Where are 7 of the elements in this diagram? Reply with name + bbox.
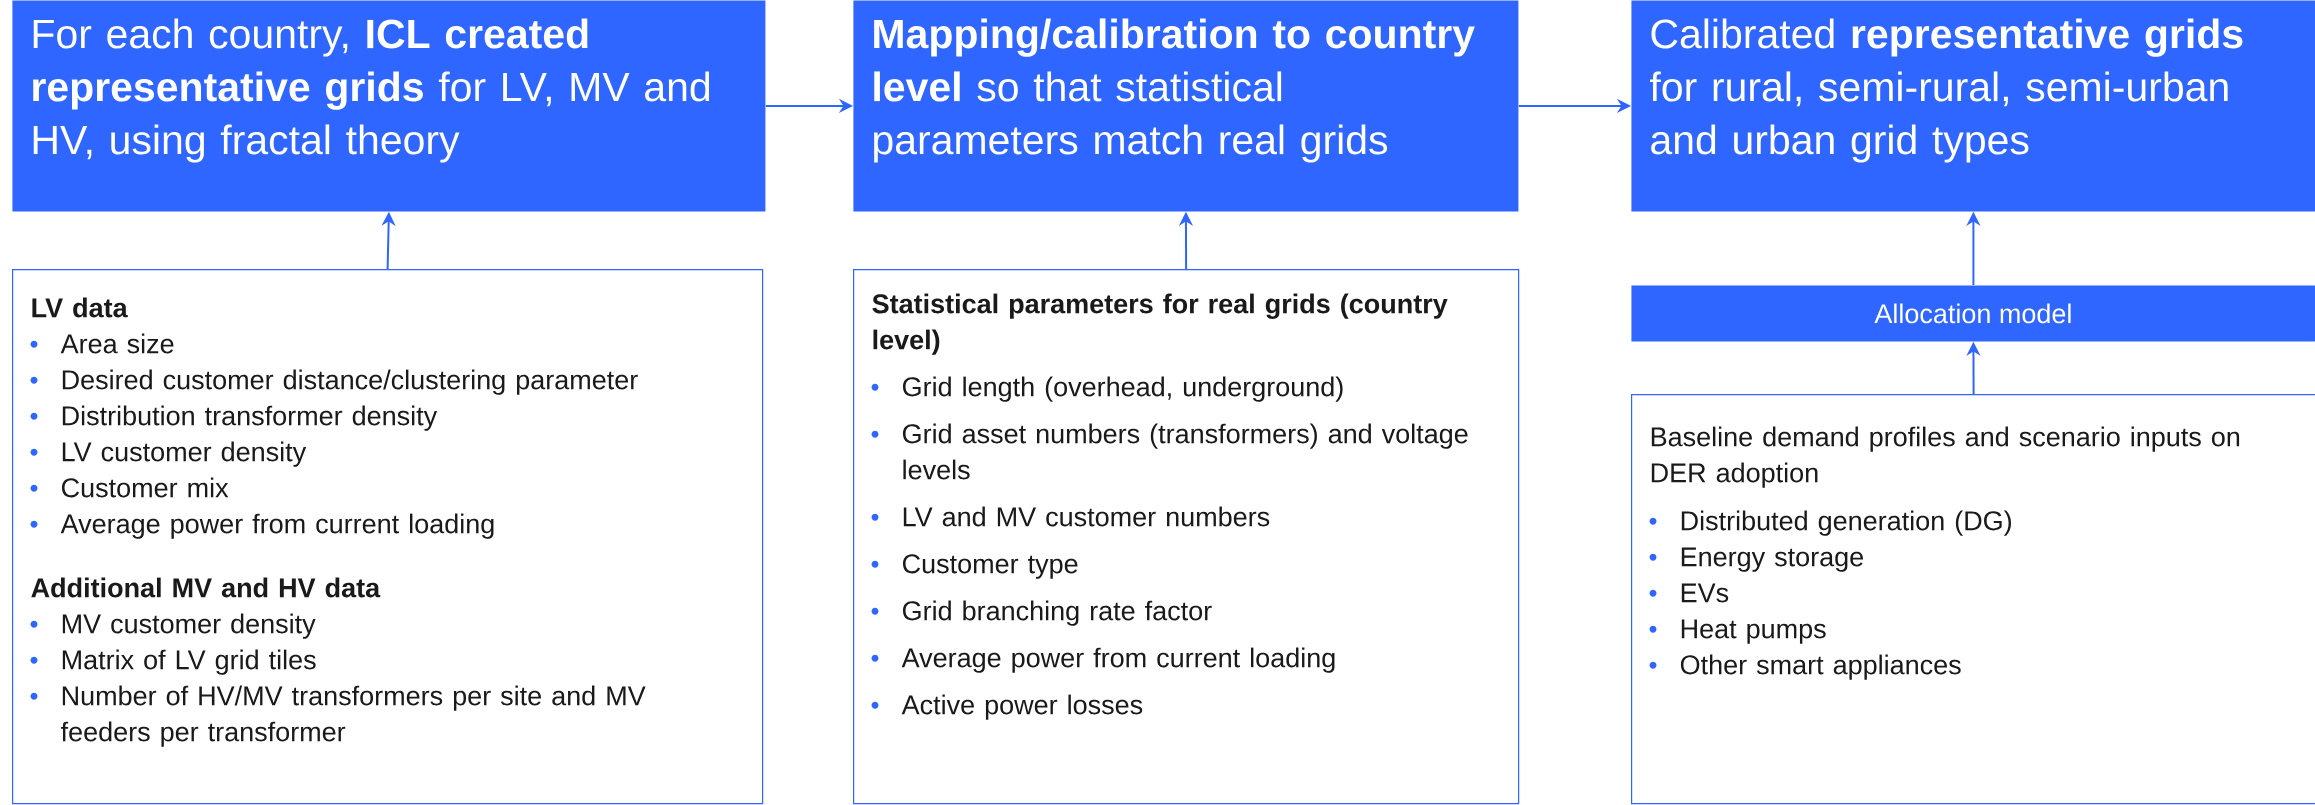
- input-box: Baseline demand profiles and scenario inputs on DER adoption Distributed generation (DG) Energy storage EVs Heat pumps Other smart appliances: [1631, 394, 2315, 805]
- input-box: LV data Area size Desired customer distance/clustering parameter Distribution transformer density LV customer density Customer mix Average power from current loading Additional MV and HV data MV customer density Matrix of LV grid tiles Number of HV/MV transformers per site and MV feeders per transformer: [12, 269, 764, 805]
- process-box: Calibrated representative grids for rural, semi-rural, semi-urban and urban grid types: [1631, 0, 2315, 212]
- process-box: For each country, ICL created representative grids for LV, MV and HV, using fractal theory: [12, 0, 766, 212]
- model-box: Allocation model: [1631, 285, 2315, 342]
- input-box: Statistical parameters for real grids (country level) Grid length (overhead, underground) Grid asset numbers (transformers) and voltage levels LV and MV customer numbers Customer type Grid branching rate factor Average power from current loading Active power losses: [853, 269, 1520, 805]
- process-box: Mapping/calibration to country level so that statistical parameters match real grids: [853, 0, 1519, 212]
